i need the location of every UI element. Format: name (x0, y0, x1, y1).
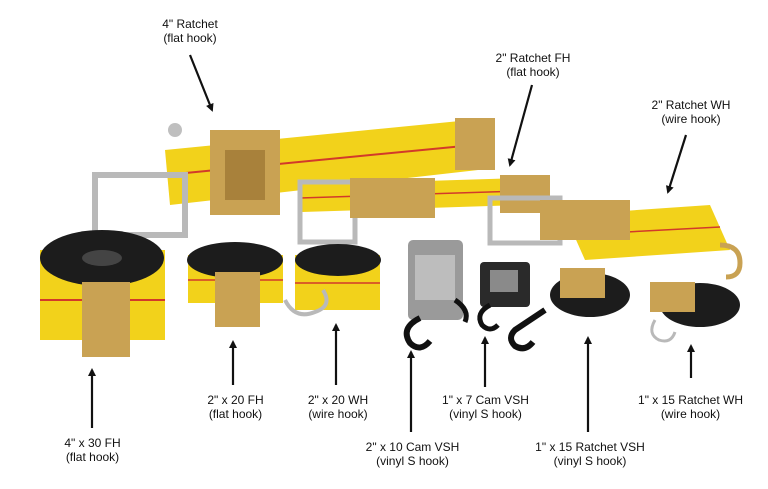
ratchet-2in-fh-item (297, 175, 550, 245)
label-ratchet-1x15-vsh: 1" x 15 Ratchet VSH (vinyl S hook) (520, 440, 660, 468)
label-ratchet-1x15-vsh-line1: 1" x 15 Ratchet VSH (535, 440, 645, 454)
label-ratchet-1x15-vsh-line2: (vinyl S hook) (553, 454, 627, 468)
label-strap-2x20-wh: 2" x 20 WH (wire hook) (288, 393, 388, 421)
label-ratchet-2in-fh: 2" Ratchet FH (flat hook) (483, 51, 583, 79)
label-strap-2x20-fh: 2" x 20 FH (flat hook) (188, 393, 283, 421)
label-strap-4x30-fh-line1: 4" x 30 FH (64, 436, 121, 450)
label-cam-1x7-vsh-line1: 1" x 7 Cam VSH (442, 393, 529, 407)
ratchet-1x15-vsh-item (508, 268, 630, 352)
label-ratchet-2in-fh-line1: 2" Ratchet FH (495, 51, 571, 65)
strap-2x20-fh-item (187, 242, 283, 327)
label-ratchet-1x15-wh-line1: 1" x 15 Ratchet WH (638, 393, 743, 407)
label-strap-4x30-fh: 4" x 30 FH (flat hook) (45, 436, 140, 464)
ratchet-1x15-wh-item (650, 282, 740, 343)
label-cam-2x10-vsh: 2" x 10 Cam VSH (vinyl S hook) (350, 440, 475, 468)
label-cam-1x7-vsh: 1" x 7 Cam VSH (vinyl S hook) (428, 393, 543, 421)
ratchet-2in-wh-item (487, 195, 743, 280)
label-ratchet-4in: 4" Ratchet (flat hook) (140, 17, 240, 45)
arrow-ratchet-4in (188, 54, 214, 112)
label-strap-2x20-wh-line1: 2" x 20 WH (307, 393, 369, 407)
cam-2x10-vsh-item (403, 240, 469, 351)
label-ratchet-2in-wh: 2" Ratchet WH (wire hook) (636, 98, 746, 126)
ratchet-4in-item (92, 118, 495, 238)
label-strap-2x20-fh-line1: 2" x 20 FH (207, 393, 264, 407)
label-cam-2x10-vsh-line2: (vinyl S hook) (376, 454, 449, 468)
label-strap-2x20-wh-line2: (wire hook) (308, 407, 368, 421)
label-cam-1x7-vsh-line2: (vinyl S hook) (449, 407, 522, 421)
label-ratchet-4in-line2: (flat hook) (163, 31, 217, 45)
label-ratchet-2in-wh-line1: 2" Ratchet WH (651, 98, 731, 112)
label-ratchet-4in-line1: 4" Ratchet (162, 17, 218, 31)
strap-4x30-fh-item (40, 230, 165, 357)
arrow-ratchet-2in-fh (507, 84, 534, 167)
label-ratchet-1x15-wh: 1" x 15 Ratchet WH (wire hook) (623, 393, 758, 421)
label-strap-2x20-fh-line2: (flat hook) (208, 407, 263, 421)
label-cam-2x10-vsh-line1: 2" x 10 Cam VSH (365, 440, 460, 454)
pointer-arrows (88, 54, 695, 432)
label-ratchet-2in-wh-line2: (wire hook) (661, 112, 721, 126)
cam-1x7-vsh-item (477, 262, 530, 332)
label-ratchet-1x15-wh-line2: (wire hook) (660, 407, 721, 421)
arrow-ratchet-2in-wh (665, 134, 688, 194)
strap-2x20-wh-item (283, 244, 381, 317)
label-strap-4x30-fh-line2: (flat hook) (65, 450, 120, 464)
label-ratchet-2in-fh-line2: (flat hook) (506, 65, 560, 79)
